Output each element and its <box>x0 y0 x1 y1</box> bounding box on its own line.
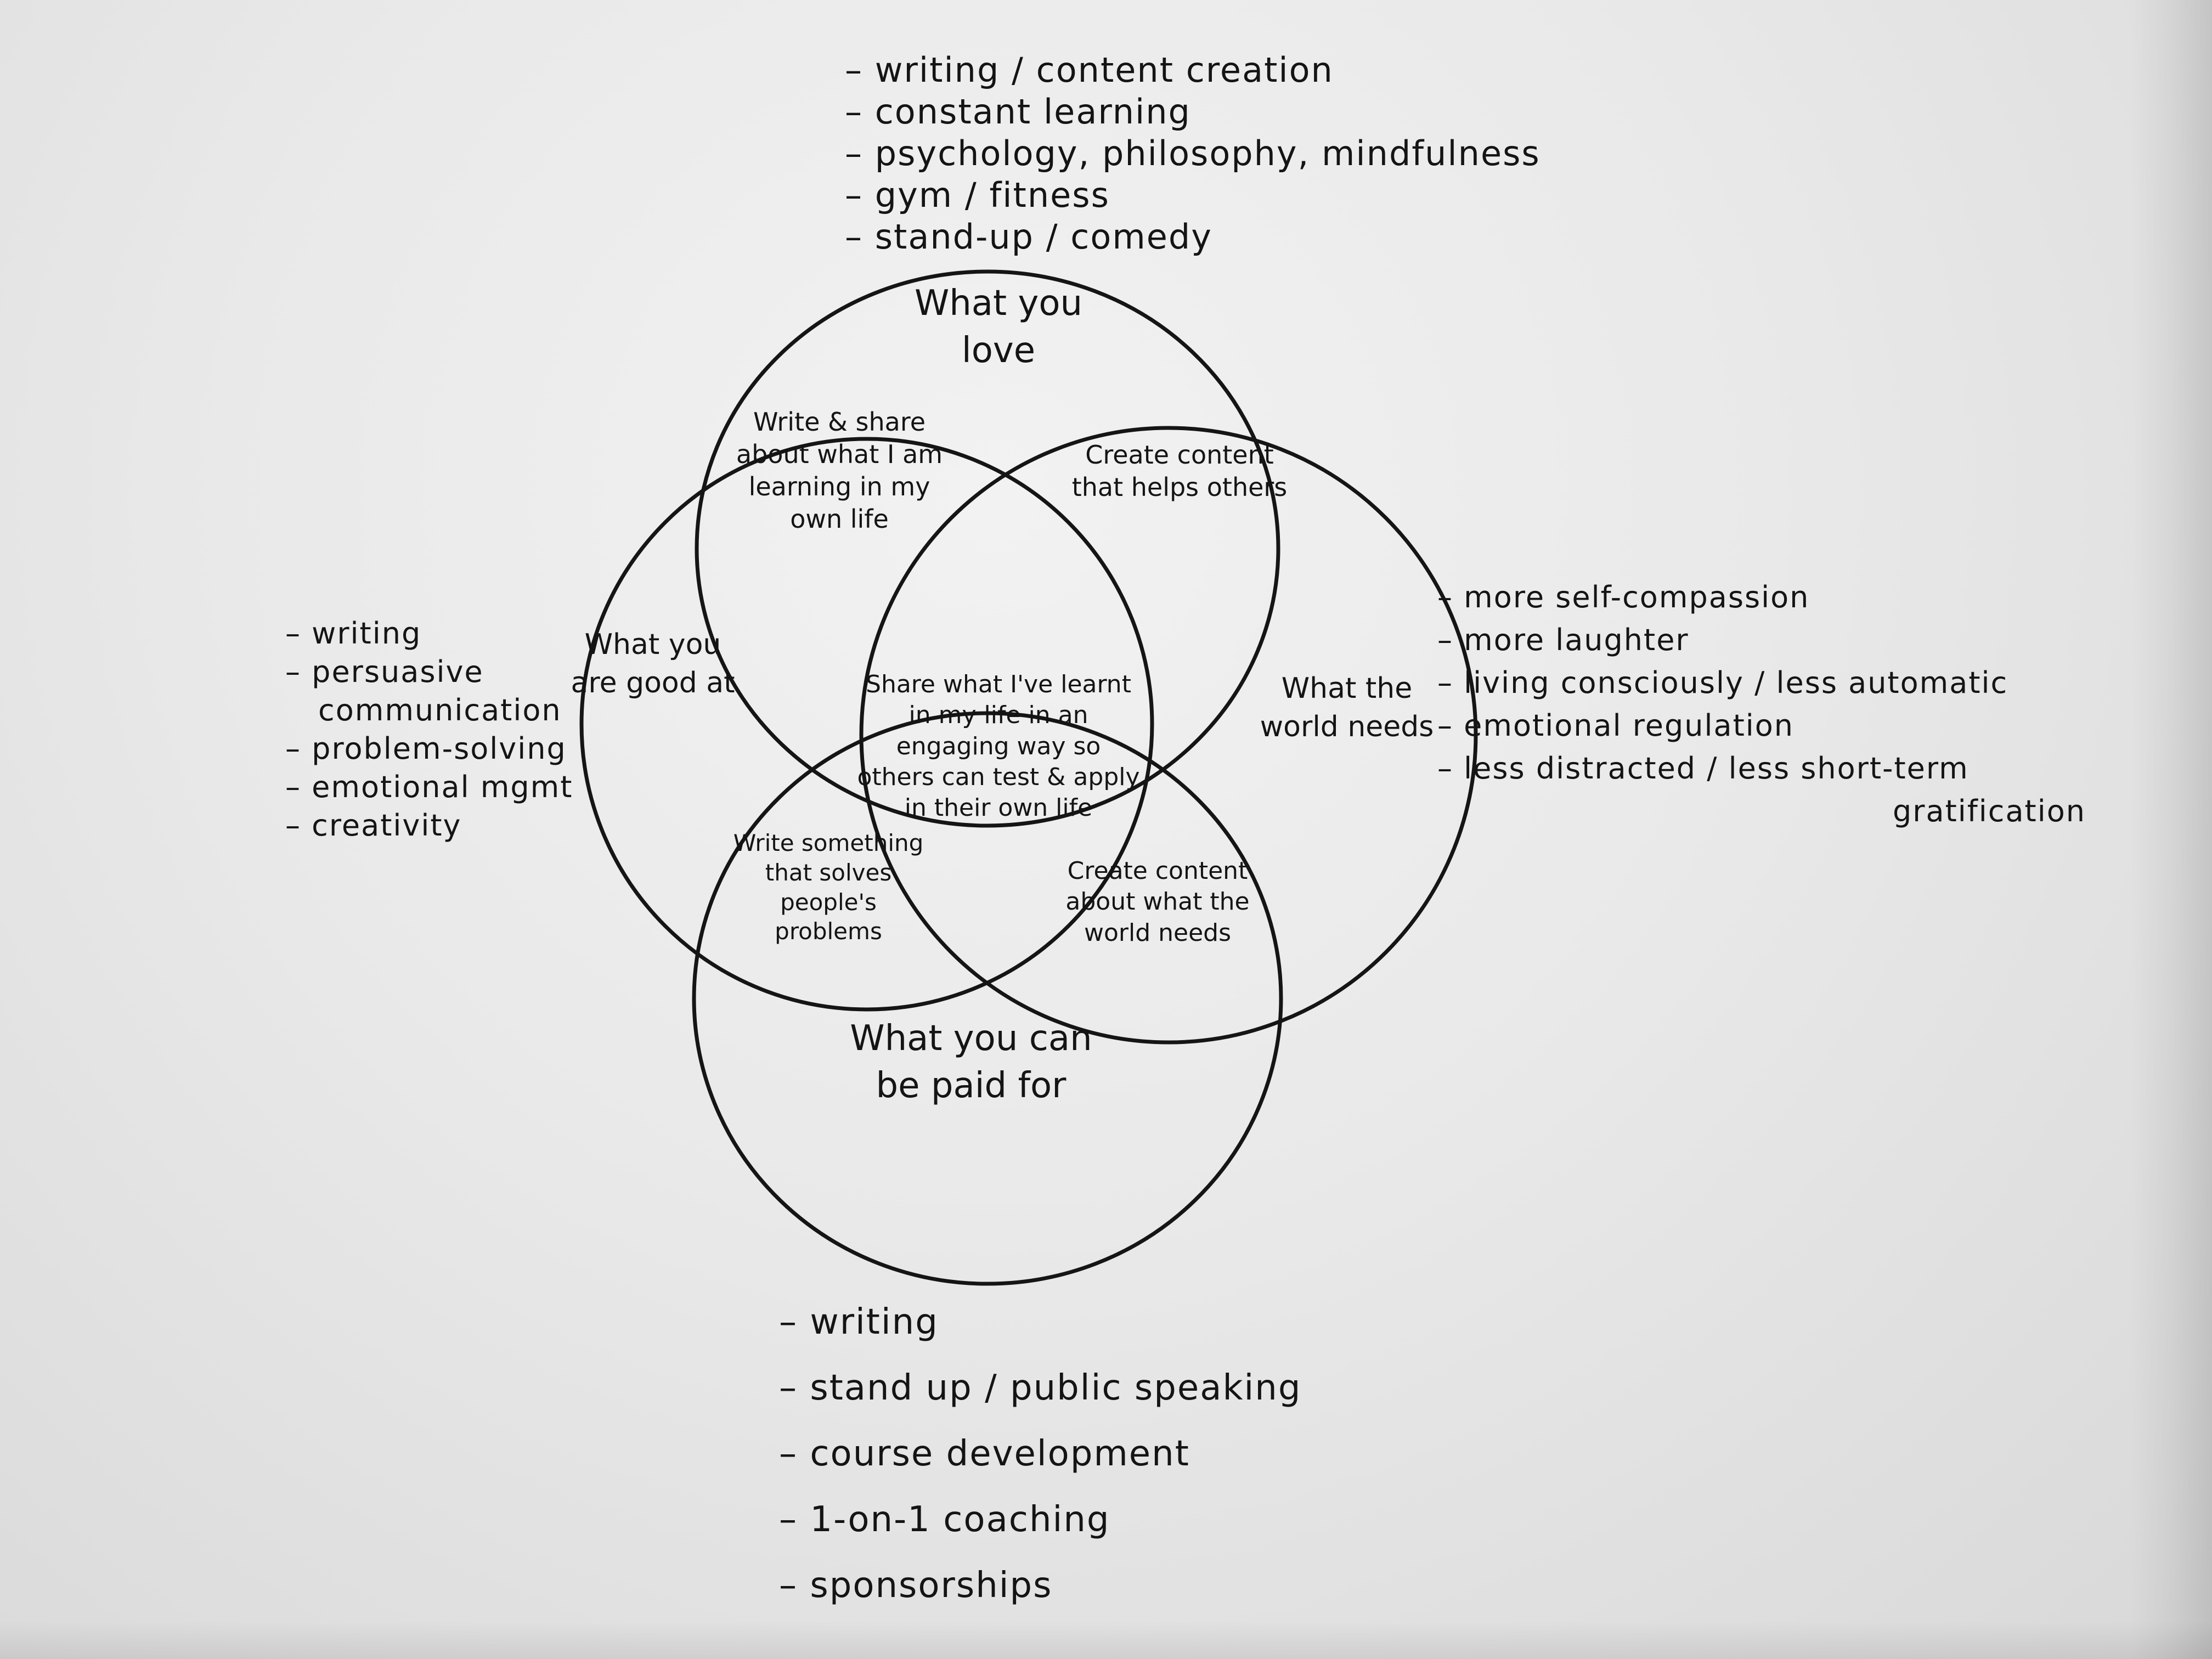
list-item: writing / content creation <box>845 49 1541 91</box>
list-item: more laughter <box>1437 619 2086 662</box>
label-what-you-can-be-paid-for: What you can be paid for <box>850 1018 1092 1107</box>
overlap-love-good-at: Write & share about what I am learning i… <box>736 407 943 534</box>
list-item: stand up / public speaking <box>779 1355 1301 1421</box>
circle-what-you-can-be-paid-for <box>692 711 1283 1286</box>
overlap-center: Share what I've learnt in my life in an … <box>857 670 1140 822</box>
list-item: gym / fitness <box>845 174 1541 216</box>
list-item: persuasive <box>285 653 573 691</box>
list-item: writing <box>779 1289 1301 1355</box>
list-what-you-love: writing / content creation constant lear… <box>845 49 1541 258</box>
circle-what-you-are-good-at <box>579 437 1154 1012</box>
list-item: sponsorships <box>779 1553 1301 1618</box>
list-what-the-world-needs: more self-compassion more laughter livin… <box>1437 576 2086 833</box>
list-item: psychology, philosophy, mindfulness <box>845 133 1541 174</box>
list-item: problem-solving <box>285 730 573 768</box>
label-what-you-are-good-at: What you are good at <box>571 628 735 700</box>
list-item: course development <box>779 1421 1301 1487</box>
overlap-world-needs-paid-for: Create content about what the world need… <box>1065 857 1250 947</box>
list-item: constant learning <box>845 91 1541 133</box>
list-item: creativity <box>285 806 573 845</box>
list-item: writing <box>285 614 573 653</box>
list-what-you-are-good-at: writing persuasive communication problem… <box>285 614 573 845</box>
label-what-the-world-needs: What the world needs <box>1260 672 1434 744</box>
list-item: more self-compassion <box>1437 576 2086 619</box>
circle-what-you-love <box>695 269 1280 828</box>
paper-bottom-shadow <box>0 1621 2212 1659</box>
list-item: living consciously / less automatic <box>1437 662 2086 704</box>
list-item: emotional mgmt <box>285 768 573 806</box>
list-what-you-can-be-paid-for: writing stand up / public speaking cours… <box>779 1289 1301 1618</box>
paper-edge-shadow <box>2130 0 2212 1659</box>
list-item: gratification <box>1893 794 2086 828</box>
list-item: communication <box>318 693 562 727</box>
overlap-good-at-paid-for: Write something that solves people's pro… <box>733 830 924 945</box>
overlap-love-world-needs: Create content that helps others <box>1071 440 1288 502</box>
label-what-you-love: What you love <box>914 283 1083 371</box>
list-item: stand-up / comedy <box>845 216 1541 258</box>
list-item: emotional regulation <box>1437 704 2086 747</box>
list-item: less distracted / less short-term <box>1437 747 2086 790</box>
list-item: 1-on-1 coaching <box>779 1487 1301 1553</box>
